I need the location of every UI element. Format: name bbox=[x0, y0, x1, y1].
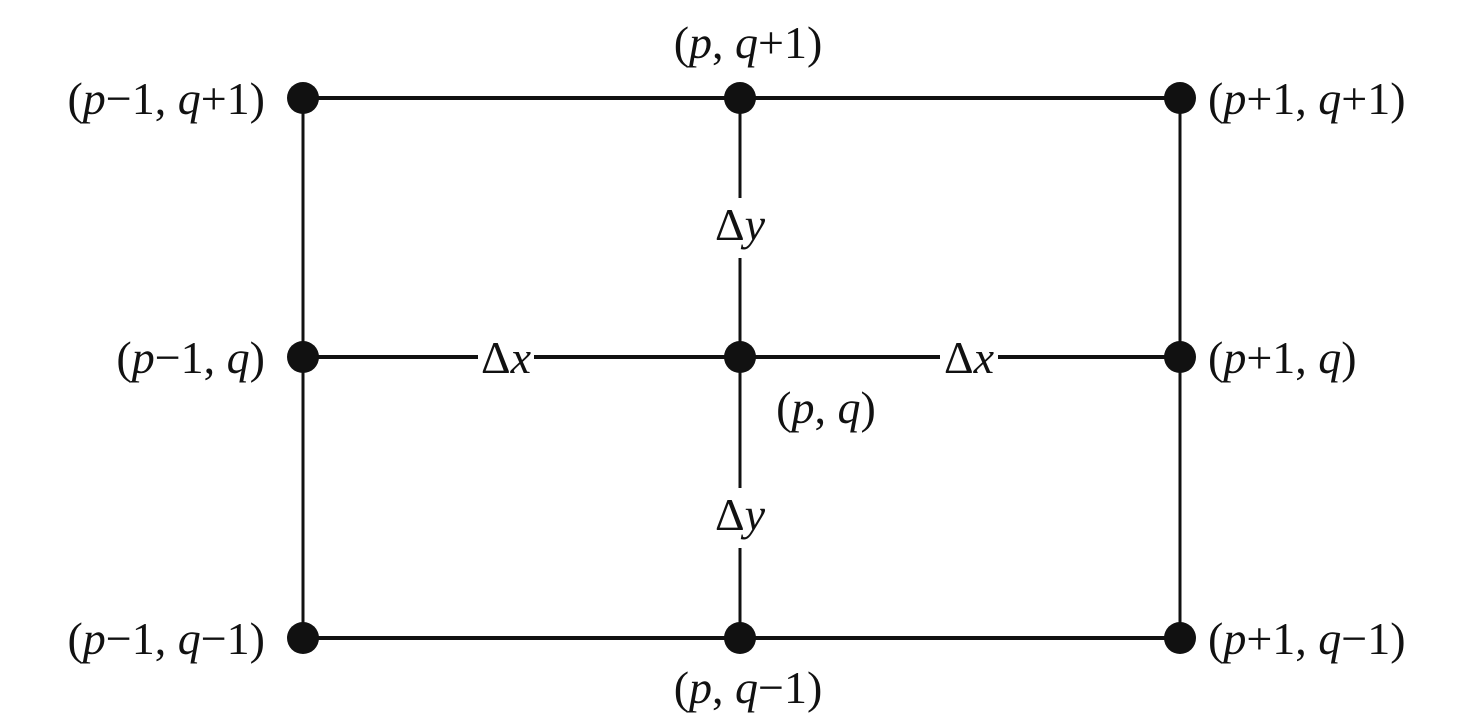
node-dot bbox=[1164, 341, 1196, 373]
node-dot bbox=[724, 82, 756, 114]
gap-dx-right bbox=[940, 340, 998, 376]
label-top-center: (p, q+1) bbox=[674, 17, 823, 68]
node-dot bbox=[287, 82, 319, 114]
node-labels: (p, q+1) (p−1, q+1) (p+1, q+1) (p−1, q) … bbox=[67, 17, 1405, 713]
label-center: (p, q) bbox=[776, 382, 876, 433]
label-dx-left: Δx bbox=[481, 332, 532, 383]
node-dot bbox=[287, 341, 319, 373]
label-bottom-right: (p+1, q−1) bbox=[1208, 613, 1406, 664]
label-dx-right: Δx bbox=[944, 332, 995, 383]
label-top-left: (p−1, q+1) bbox=[67, 73, 265, 124]
label-bottom-left: (p−1, q−1) bbox=[67, 613, 265, 664]
grid-nodes bbox=[287, 82, 1196, 654]
node-dot bbox=[724, 341, 756, 373]
label-top-right: (p+1, q+1) bbox=[1208, 73, 1406, 124]
label-dy-top: Δy bbox=[715, 199, 766, 250]
label-middle-left: (p−1, q) bbox=[116, 332, 265, 383]
label-middle-right: (p+1, q) bbox=[1208, 332, 1357, 383]
node-dot bbox=[1164, 82, 1196, 114]
node-dot bbox=[287, 622, 319, 654]
gap-dy-bottom bbox=[720, 488, 760, 548]
label-gaps bbox=[478, 198, 998, 548]
gap-dy-top bbox=[720, 198, 760, 258]
node-dot bbox=[1164, 622, 1196, 654]
label-dy-bottom: Δy bbox=[715, 489, 766, 540]
node-dot bbox=[724, 622, 756, 654]
spacing-labels: Δx Δx Δy Δy bbox=[481, 199, 995, 540]
label-bottom-center: (p, q−1) bbox=[674, 662, 823, 713]
gap-dx-left bbox=[478, 340, 534, 376]
